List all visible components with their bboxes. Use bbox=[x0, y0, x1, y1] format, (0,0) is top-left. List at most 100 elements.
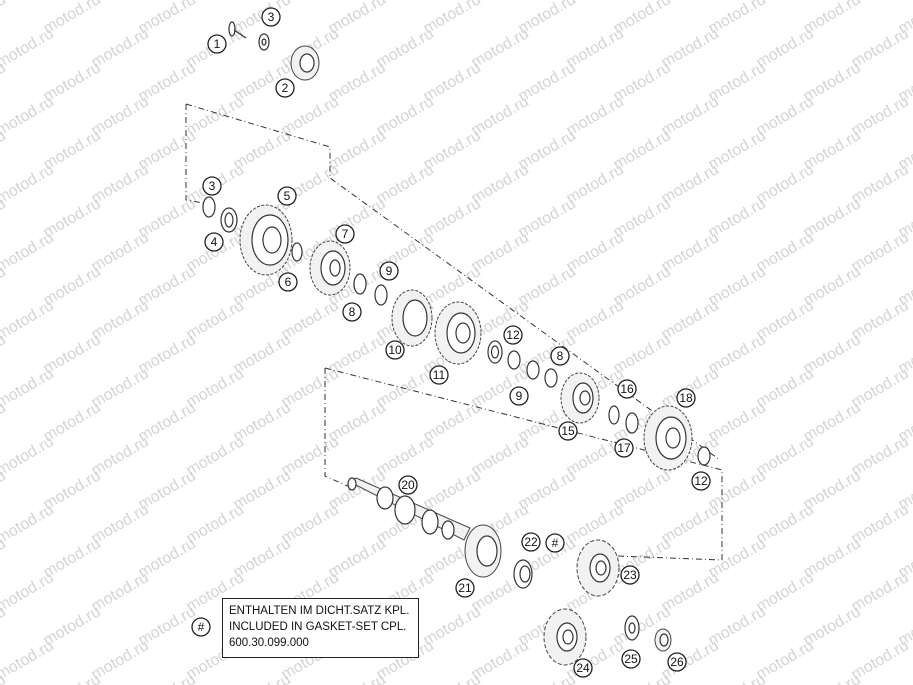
callout-number: 24 bbox=[576, 661, 590, 675]
assembly-guide-lines bbox=[185, 103, 723, 561]
callout-number: 5 bbox=[284, 189, 291, 203]
watermark-text: motod.ru bbox=[0, 501, 57, 547]
callout-number: 9 bbox=[516, 389, 523, 403]
watermark-text: motod.ru bbox=[0, 637, 57, 683]
callout-circle bbox=[676, 388, 696, 408]
part-8-washer-b bbox=[544, 368, 558, 388]
callout-circle bbox=[207, 34, 227, 54]
part-callout: 5 bbox=[277, 186, 297, 206]
callout-number: 4 bbox=[211, 235, 218, 249]
part-22-seal bbox=[513, 559, 533, 589]
part-callout: 18 bbox=[676, 388, 696, 408]
part-24-sprocket bbox=[543, 608, 587, 666]
watermark-text: motod.ru bbox=[0, 365, 57, 411]
watermark-text: motod.ru bbox=[0, 297, 57, 343]
part-callout: 8 bbox=[550, 346, 570, 366]
watermark-text: motod.ru bbox=[0, 0, 9, 37]
callout-circle bbox=[429, 365, 449, 385]
part-callout: 7 bbox=[335, 224, 355, 244]
callout-number: 6 bbox=[285, 275, 292, 289]
part-18-gear bbox=[643, 405, 693, 471]
part-17-washer bbox=[625, 412, 639, 434]
watermark-text: motod.ru bbox=[0, 229, 57, 275]
part-21-bearing bbox=[464, 524, 502, 578]
callout-number: 20 bbox=[401, 478, 415, 492]
legend-line-de: ENTHALTEN IM DICHT.SATZ KPL. bbox=[229, 605, 410, 617]
callout-circle bbox=[342, 302, 362, 322]
callout-number: 12 bbox=[694, 474, 708, 488]
callout-circle bbox=[509, 386, 529, 406]
callout-number: 2 bbox=[282, 81, 289, 95]
part-callout: 8 bbox=[342, 302, 362, 322]
callout-number: 23 bbox=[623, 568, 637, 582]
callout-circle bbox=[275, 78, 295, 98]
callout-circle bbox=[667, 652, 687, 672]
part-callout: 23 bbox=[620, 565, 640, 585]
callout-circle bbox=[691, 471, 711, 491]
legend-line-en: INCLUDED IN GASKET-SET CPL. bbox=[229, 621, 407, 633]
watermark-text: motod.ru bbox=[516, 671, 579, 685]
callout-number: 1 bbox=[214, 37, 221, 51]
watermark-text: motod.ru bbox=[0, 25, 57, 71]
callout-circle bbox=[558, 421, 578, 441]
callout-number: 12 bbox=[506, 328, 520, 342]
gasket-set-legend: ENTHALTEN IM DICHT.SATZ KPL. INCLUDED IN… bbox=[222, 598, 419, 658]
callout-number: 17 bbox=[617, 441, 631, 455]
part-callout: 9 bbox=[379, 261, 399, 281]
callout-number: 3 bbox=[209, 179, 216, 193]
callout-circle bbox=[573, 658, 593, 678]
part-callout: 4 bbox=[204, 232, 224, 252]
part-callout: 17 bbox=[614, 438, 634, 458]
part-callout: 1 bbox=[207, 34, 227, 54]
part-9-ring bbox=[374, 284, 388, 306]
part-callout: 2 bbox=[275, 78, 295, 98]
watermark-text: motod.ru bbox=[706, 671, 769, 685]
callout-circle bbox=[277, 186, 297, 206]
callout-number: 11 bbox=[433, 368, 446, 382]
part-23-sprocket bbox=[576, 539, 620, 597]
part-12-bushing bbox=[487, 340, 503, 364]
part-callout: 21 bbox=[455, 578, 475, 598]
legend-marker-symbol: # bbox=[198, 620, 205, 634]
callout-circle bbox=[335, 224, 355, 244]
part-12-ring bbox=[507, 350, 521, 370]
part-25-washer bbox=[624, 615, 640, 641]
part-callout: 12 bbox=[503, 325, 523, 345]
part-9-ring-b bbox=[526, 360, 540, 380]
watermark-text: motod.ru bbox=[421, 671, 484, 685]
part-3-washer bbox=[202, 196, 216, 218]
part-callout: 11 bbox=[429, 365, 449, 385]
part-callout: 12 bbox=[691, 471, 711, 491]
part-4-bushing bbox=[220, 207, 238, 233]
part-15-gear bbox=[560, 372, 600, 424]
callout-circle bbox=[202, 176, 222, 196]
callout-circle bbox=[503, 325, 523, 345]
callout-circle bbox=[385, 340, 405, 360]
part-2-bearing bbox=[290, 45, 320, 81]
callout-circle bbox=[455, 578, 475, 598]
callout-circle bbox=[550, 346, 570, 366]
callout-layer: 1233456789101112891215161718202122232425… bbox=[202, 7, 711, 678]
callout-circle bbox=[278, 272, 298, 292]
watermark-text: motod.ru bbox=[801, 671, 864, 685]
callout-circle bbox=[521, 532, 541, 552]
part-callout: 10 bbox=[385, 340, 405, 360]
part-callout: 15 bbox=[558, 421, 578, 441]
callout-number: 22 bbox=[524, 535, 538, 549]
callout-22-marker: # bbox=[545, 533, 565, 553]
part-callout: 6 bbox=[278, 272, 298, 292]
callout-number: 9 bbox=[386, 264, 393, 278]
callout-circle bbox=[621, 649, 641, 669]
part-3-washer-top bbox=[258, 33, 270, 51]
callout-number: 18 bbox=[679, 391, 693, 405]
watermark-text: motod.ru bbox=[136, 671, 199, 685]
watermark-text: motod.ru bbox=[896, 671, 913, 685]
part-16-ring bbox=[608, 405, 620, 425]
part-8-washer bbox=[353, 273, 367, 295]
callout-number: 3 bbox=[268, 10, 275, 24]
watermark-text: motod.ru bbox=[0, 569, 57, 615]
part-callout: 22 bbox=[521, 532, 541, 552]
watermark-text: motod.ru bbox=[41, 671, 104, 685]
part-6-ring bbox=[291, 242, 303, 262]
